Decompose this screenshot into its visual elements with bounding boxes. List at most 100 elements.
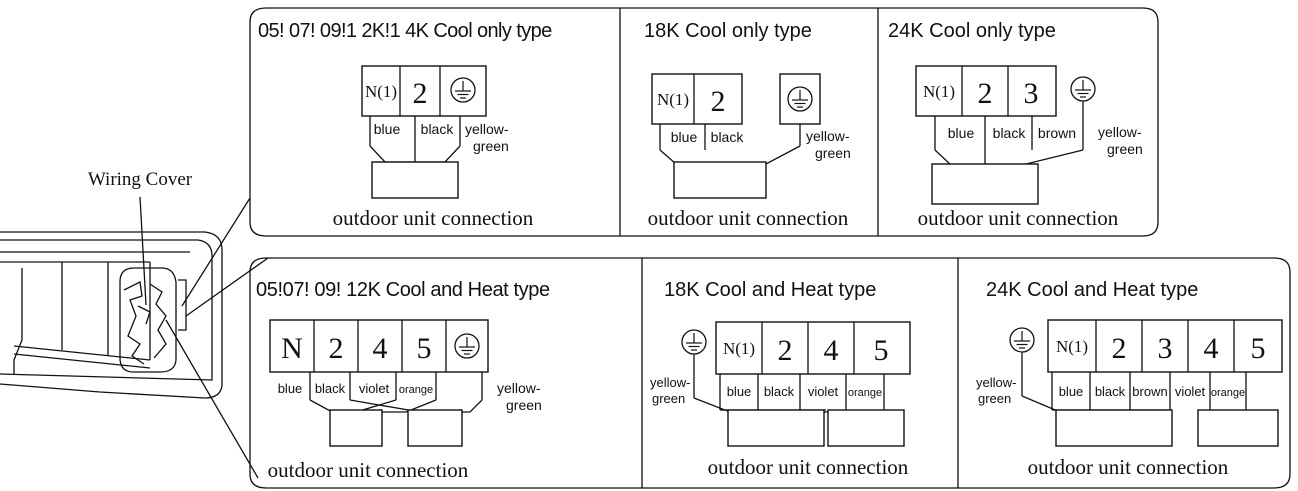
wire-label: blue — [671, 129, 698, 145]
wire-label: blue — [374, 121, 401, 137]
outdoor-terminal-box — [407, 409, 463, 447]
terminal-label: 3 — [1024, 77, 1039, 110]
outdoor-terminal-box — [1055, 409, 1173, 447]
panel-cool-only-24k: 24K Cool only type N(1) 2 3 blue black b… — [888, 20, 1143, 230]
wire-label: yellow- — [976, 375, 1016, 390]
panel-title: 18K Cool and Heat type — [664, 279, 876, 301]
ground-icon — [787, 86, 813, 112]
ground-icon — [454, 333, 480, 359]
terminal-label: 5 — [1251, 332, 1266, 365]
terminal-label: N(1) — [1056, 337, 1088, 356]
wire-label: green — [473, 138, 509, 154]
ground-icon — [1009, 327, 1035, 353]
terminal-label: 4 — [824, 334, 839, 367]
panel-caption: outdoor unit connection — [918, 206, 1119, 230]
wire-label: orange — [848, 387, 882, 399]
terminal-block — [915, 65, 1057, 117]
wire-label: green — [815, 145, 851, 161]
panel-caption: outdoor unit connection — [268, 458, 469, 482]
callout-line — [185, 257, 269, 317]
indoor-unit-illustration — [0, 231, 223, 399]
terminal-label: N(1) — [923, 82, 955, 101]
terminal-label: 2 — [329, 332, 344, 365]
terminal-label: N(1) — [657, 90, 689, 109]
outdoor-terminal-box — [827, 409, 905, 447]
wire-label: yellow- — [465, 121, 509, 137]
panel-cool-only-18k: 18K Cool only type N(1) 2 blue black yel… — [644, 20, 851, 230]
wire-label: orange — [1211, 387, 1245, 399]
ground-icon — [1070, 76, 1096, 102]
wiring-cover-leader — [139, 196, 147, 306]
ground-icon — [450, 77, 476, 103]
terminal-block — [715, 321, 911, 375]
outdoor-terminal-box — [1197, 409, 1279, 447]
terminal-block — [651, 73, 743, 125]
wire-label: brown — [1038, 125, 1076, 141]
panel-title: 05!07! 09! 12K Cool and Heat type — [256, 279, 550, 301]
panel-cool-heat-small: 05!07! 09! 12K Cool and Heat type N 2 4 … — [256, 279, 550, 482]
terminal-label: N(1) — [723, 339, 755, 358]
wire-label: green — [1107, 141, 1143, 157]
wire-label: green — [506, 397, 542, 413]
wire-label: blue — [948, 125, 975, 141]
outdoor-terminal-box — [931, 163, 1039, 205]
terminal-label: 4 — [373, 332, 388, 365]
outdoor-terminal-box — [371, 161, 459, 199]
wire-label: black — [711, 129, 745, 145]
wire-label: black — [1095, 384, 1126, 399]
wire-label: green — [652, 391, 685, 406]
terminal-label: N(1) — [365, 82, 397, 101]
panel-title: 24K Cool and Heat type — [986, 279, 1198, 301]
wire-label: black — [315, 381, 346, 396]
callout-line — [181, 197, 251, 307]
wire-label: orange — [399, 384, 433, 396]
panel-caption: outdoor unit connection — [1028, 455, 1229, 479]
wire-label: violet — [359, 381, 390, 396]
wire-label: yellow- — [650, 375, 690, 390]
wire-label: blue — [278, 381, 303, 396]
panel-title: 18K Cool only type — [644, 20, 812, 42]
outdoor-terminal-box — [673, 161, 767, 199]
panel-title: 05! 07! 09!1 2K!1 4K Cool only type — [258, 20, 552, 42]
wire-label: black — [421, 121, 455, 137]
panel-caption: outdoor unit connection — [333, 206, 534, 230]
terminal-label: 2 — [978, 77, 993, 110]
bottom-panel-frame — [249, 257, 1291, 489]
top-panel-frame — [249, 7, 1159, 237]
terminal-label: 5 — [417, 332, 432, 365]
terminal-label: 5 — [874, 334, 889, 367]
wire-label: black — [764, 384, 795, 399]
ground-icon — [681, 329, 707, 355]
terminal-label: 2 — [413, 77, 428, 110]
panel-caption: outdoor unit connection — [648, 206, 849, 230]
outdoor-terminal-box — [329, 409, 383, 447]
panel-cool-heat-24k: 24K Cool and Heat type N(1) 2 3 4 5 yell… — [976, 279, 1283, 479]
wire-label: yellow- — [806, 128, 850, 144]
wire-label: black — [993, 125, 1027, 141]
terminal-block — [269, 319, 489, 373]
wire-label: violet — [808, 384, 839, 399]
terminal-label: N — [281, 332, 303, 365]
panel-cool-only-small: 05! 07! 09!1 2K!1 4K Cool only type N(1)… — [258, 20, 553, 230]
panel-cool-heat-18k: 18K Cool and Heat type N(1) 2 4 5 yellow… — [650, 279, 911, 479]
terminal-label: 2 — [711, 85, 726, 118]
terminal-label: 2 — [778, 334, 793, 367]
wire-label: blue — [727, 384, 752, 399]
terminal-label: 2 — [1112, 332, 1127, 365]
panel-title: 24K Cool only type — [888, 20, 1056, 42]
wiring-cover-label: Wiring Cover — [88, 169, 193, 190]
wire-label: blue — [1059, 384, 1084, 399]
outdoor-terminal-box — [727, 409, 825, 447]
callout-line — [165, 319, 259, 479]
wire-label: violet — [1175, 384, 1206, 399]
panel-caption: outdoor unit connection — [708, 455, 909, 479]
terminal-label: 3 — [1158, 332, 1173, 365]
wire-label: green — [978, 391, 1011, 406]
terminal-block — [1047, 319, 1283, 373]
wire-label: brown — [1132, 384, 1167, 399]
wire-label: yellow- — [1098, 124, 1142, 140]
terminal-label: 4 — [1204, 332, 1219, 365]
wire-label: yellow- — [497, 380, 541, 396]
